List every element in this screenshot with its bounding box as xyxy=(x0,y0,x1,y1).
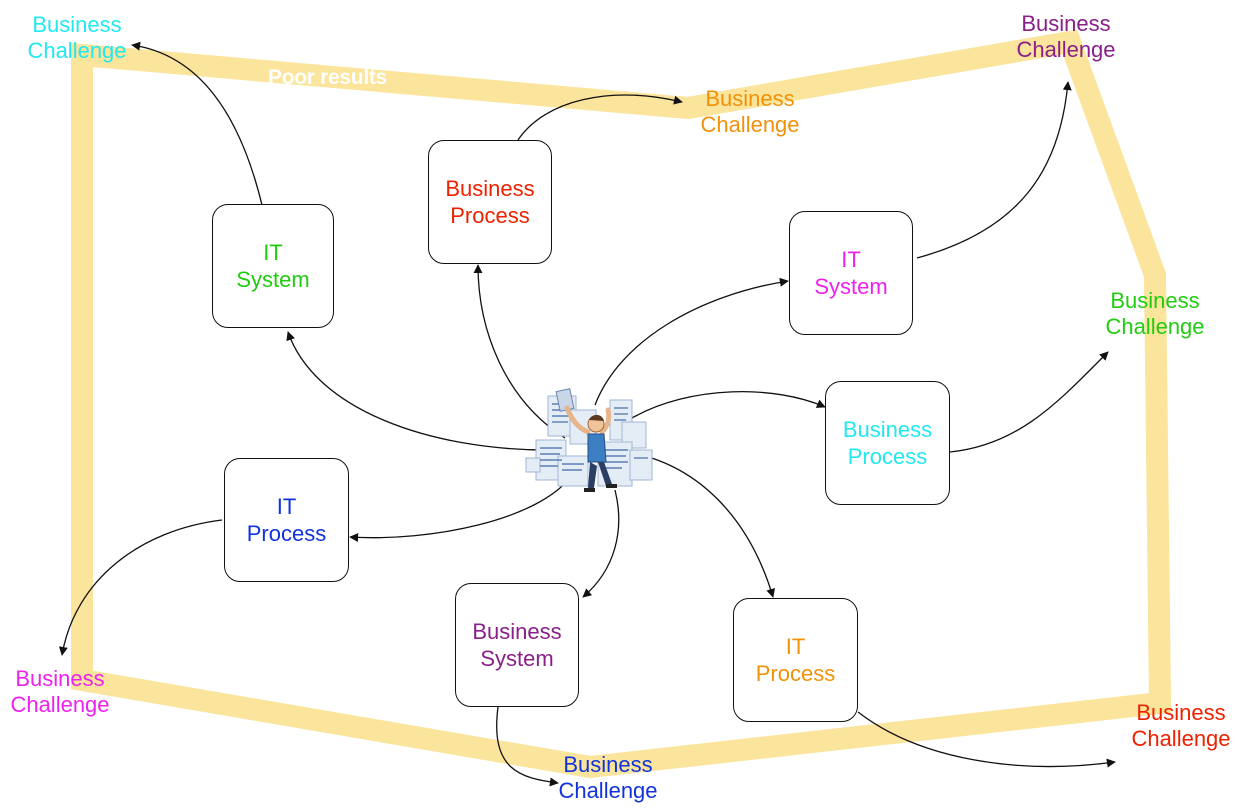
challenge-line-2: Challenge xyxy=(700,112,800,137)
challenge-line-1: Business xyxy=(705,86,795,111)
box-line-2: Process xyxy=(246,521,327,546)
confused-person-with-documents-icon xyxy=(525,388,653,492)
challenge-line-1: Business xyxy=(15,666,105,691)
challenge-line-1: Business xyxy=(1021,11,1111,36)
arrow-it-process-orange-to-challenge xyxy=(857,711,1116,768)
loop-label: Poor results xyxy=(268,66,387,89)
box-line-1: Business xyxy=(445,176,535,201)
arrow-it-system-green-to-challenge xyxy=(131,41,263,206)
arrow-person-to-it-process-blue xyxy=(349,474,573,542)
arrow-person-to-business-process-red xyxy=(473,264,566,439)
box-line-1: IT xyxy=(263,240,283,265)
box-line-2: Process xyxy=(450,203,530,228)
challenge-line-2: Challenge xyxy=(1105,314,1205,339)
challenge-line-1: Business xyxy=(563,752,653,777)
challenge-line-1: Business xyxy=(32,12,122,37)
arrow-person-to-it-system-green xyxy=(286,331,549,451)
arrow-business-process-cyan-to-challenge xyxy=(949,351,1109,453)
arrow-business-system-purple-to-challenge xyxy=(496,706,559,787)
box-line-2: Process xyxy=(755,661,836,686)
arrow-it-system-magenta-to-challenge xyxy=(916,81,1072,259)
box-line-1: IT xyxy=(841,247,861,272)
box-line-1: IT xyxy=(785,634,806,659)
box-line-2: Process xyxy=(847,444,928,469)
box-line-1: IT xyxy=(276,494,297,519)
box-line-2: System xyxy=(480,646,554,671)
arrow-person-to-it-process-orange xyxy=(627,451,775,598)
arrow-person-to-business-process-cyan xyxy=(631,391,826,419)
challenge-line-2: Challenge xyxy=(558,778,658,803)
challenge-line-2: Challenge xyxy=(1131,726,1231,751)
challenge-line-2: Challenge xyxy=(1016,37,1116,62)
box-line-2: System xyxy=(814,274,888,299)
box-line-1: Business xyxy=(472,619,562,644)
arrow-person-to-business-system-purple xyxy=(582,489,620,598)
box-line-2: System xyxy=(236,267,310,292)
challenge-line-1: Business xyxy=(1136,700,1226,725)
arrow-business-process-red-to-challenge xyxy=(517,94,683,141)
challenge-line-2: Challenge xyxy=(27,38,127,63)
challenge-line-1: Business xyxy=(1110,288,1200,313)
arrow-person-to-it-system-magenta xyxy=(594,277,789,406)
box-line-1: Business xyxy=(842,417,933,442)
arrow-it-process-blue-to-challenge xyxy=(58,519,223,656)
challenge-line-2: Challenge xyxy=(10,692,110,717)
